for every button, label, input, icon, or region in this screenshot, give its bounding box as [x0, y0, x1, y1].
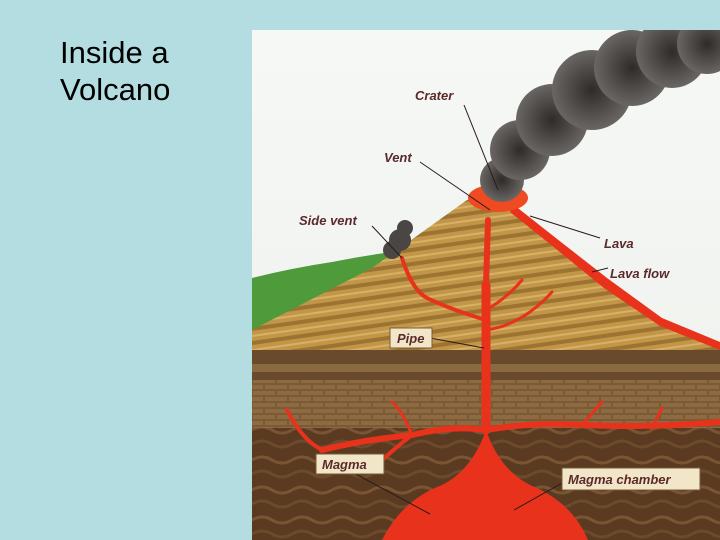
label-vent: Vent: [384, 150, 412, 165]
label-crater: Crater: [415, 88, 454, 103]
volcano-diagram: Crater Vent Side vent Lava Lava flow Pip…: [252, 30, 720, 540]
label-magma-chamber: Magma chamber: [568, 472, 672, 487]
title-line-1: Inside a: [60, 34, 240, 71]
label-lava-flow: Lava flow: [610, 266, 670, 281]
volcano-illustration: Crater Vent Side vent Lava Lava flow Pip…: [252, 30, 720, 540]
label-lava: Lava: [604, 236, 634, 251]
label-magma: Magma: [322, 457, 367, 472]
slide-title: Inside a Volcano: [60, 34, 240, 108]
label-side-vent: Side vent: [299, 213, 357, 228]
title-line-2: Volcano: [60, 71, 240, 108]
label-pipe: Pipe: [397, 331, 424, 346]
